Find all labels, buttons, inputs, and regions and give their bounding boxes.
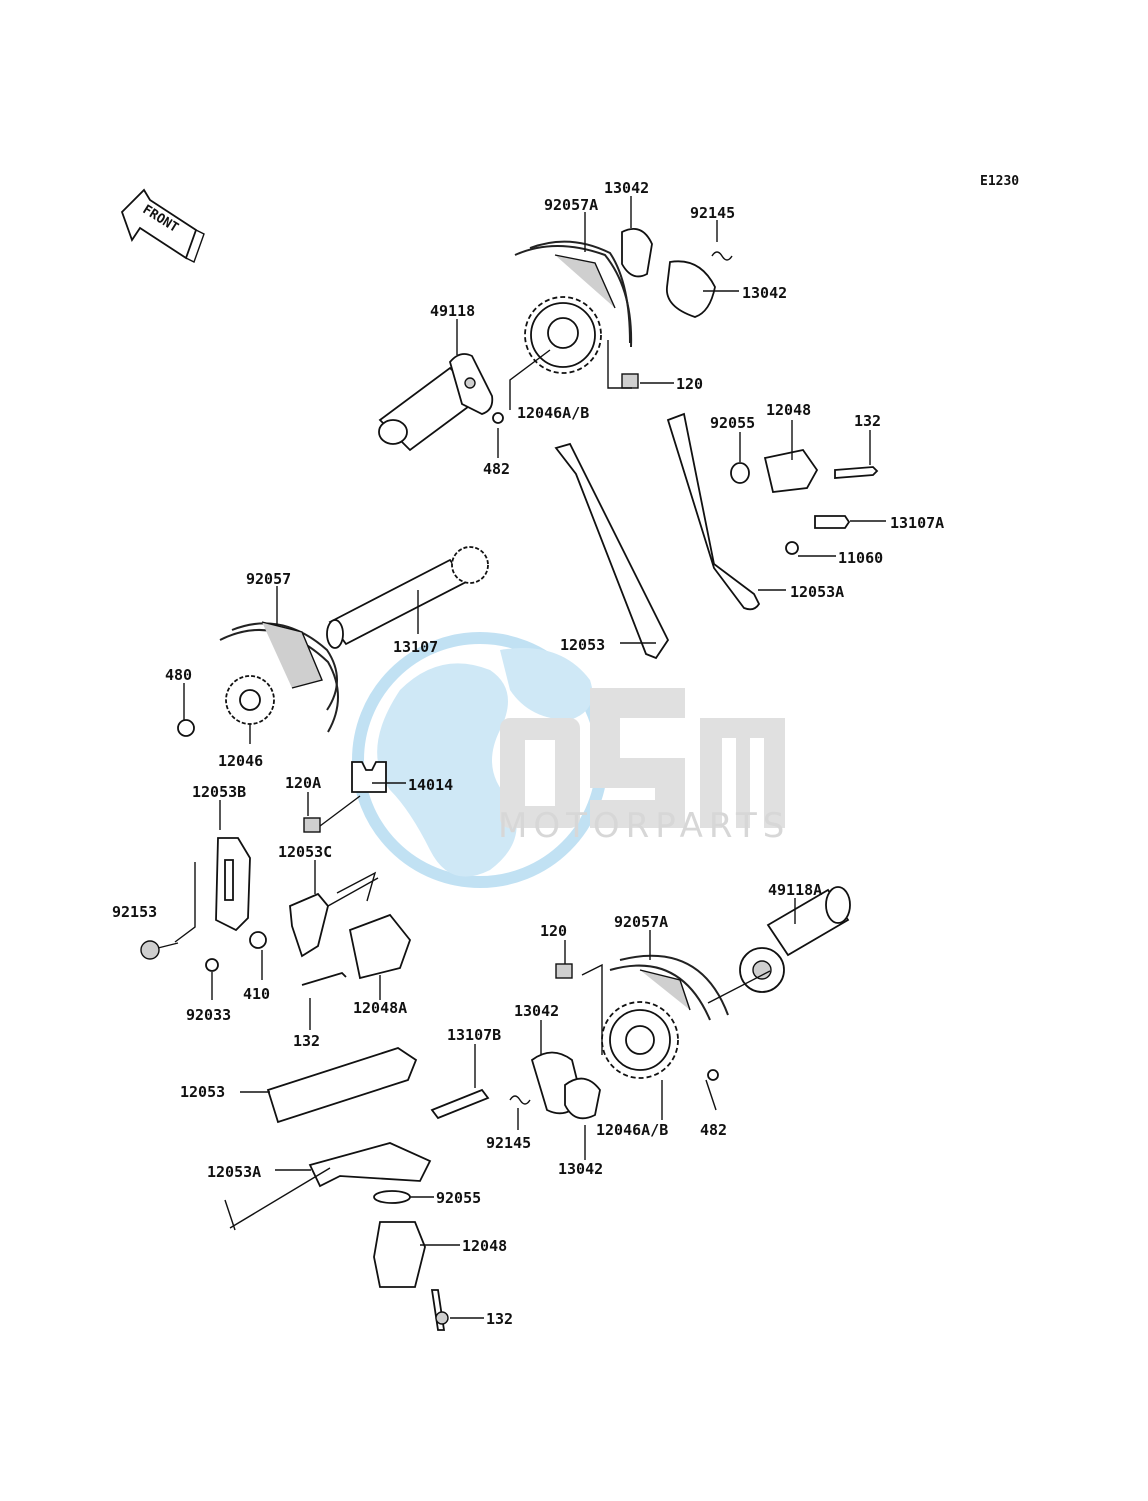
chain-92057a-bottom [609,954,729,1021]
front-arrow-icon: FRONT [120,188,205,263]
bolt-120a [303,817,321,833]
part-label: 12046 [218,752,263,770]
bolt-120-bottom [555,963,573,979]
bolt-120-top [621,373,639,389]
part-label: 13107 [393,638,438,656]
part-label: 482 [700,1121,727,1139]
part-label: 92145 [486,1134,531,1152]
tensioner-12048a [301,913,412,986]
osm-watermark: MOTORPARTS [352,632,790,888]
part-label: 12053C [278,843,332,861]
bolt-13107b [430,1088,490,1120]
part-label: 12046A/B [596,1121,668,1139]
washer-410 [249,931,267,949]
part-label: 13042 [742,284,787,302]
chain-guide-12053-bottom [266,1047,418,1124]
part-label: 12048 [766,401,811,419]
part-label: 120 [540,922,567,940]
bolt-92153 [140,940,179,960]
part-label: 12053 [560,636,605,654]
leader-lines [174,196,886,1319]
part-label: 92033 [186,1006,231,1024]
chain-92057 [219,621,339,733]
part-label: 92055 [436,1189,481,1207]
part-label: 120A [285,774,321,792]
part-label: 482 [483,460,510,478]
circlip-482-bottom [707,1069,719,1081]
plate-14014 [351,761,387,793]
chain-guide-13042-top [621,228,716,318]
chain-guide-12053-top [554,442,670,660]
camshaft-49118a [739,886,851,993]
guide-12053b [215,837,251,932]
part-label: 12053A [790,583,844,601]
part-label: 120 [676,375,703,393]
watermark-subtitle: MOTORPARTS [498,806,790,846]
chain-guide-13042-bottom [530,1051,601,1120]
part-label: 92145 [690,204,735,222]
part-label: 12053B [192,783,246,801]
diagram-code: E1230 [980,174,1019,189]
part-label: 12048 [462,1237,507,1255]
part-label: 12048A [353,999,407,1017]
tensioner-guide-12053a-top [666,412,761,611]
washer-92033 [205,958,219,972]
part-label: 14014 [408,776,453,794]
guide-12053c [289,892,329,958]
part-label: 13107A [890,514,944,532]
part-label: 92153 [112,903,157,921]
part-label: 13107B [447,1026,501,1044]
sprocket-12046a-b-top [524,296,602,374]
part-label: 49118A [768,881,822,899]
tensioner-12048-bottom [373,1221,426,1288]
part-label: 12053 [180,1083,225,1101]
part-label: 132 [486,1310,513,1328]
part-label: 12053A [207,1163,261,1181]
part-label: 13042 [514,1002,559,1020]
tensioner-guide-12053a-bottom [308,1142,432,1188]
part-label: 92057 [246,570,291,588]
spring-92145-top [711,251,733,261]
camshaft-49118 [378,353,494,452]
shaft-13107 [326,546,489,649]
tensioner-12048-top [730,448,879,555]
circlip-482-top [492,412,504,424]
part-label: 92055 [710,414,755,432]
spring-92145-bottom [509,1095,531,1105]
timing-chain-top [514,240,633,348]
part-label: 49118 [430,302,475,320]
part-label: 13042 [604,179,649,197]
part-label: 132 [854,412,881,430]
part-label: 13042 [558,1160,603,1178]
gear-12046 [225,675,275,725]
bolt-132-bottom [430,1289,449,1331]
part-label: 12046A/B [517,404,589,422]
part-label: 92057A [544,196,598,214]
part-label: 11060 [838,549,883,567]
part-labels: 92057A 13042 92145 13042 49118 120 12046… [112,179,944,1328]
part-label: 410 [243,985,270,1003]
part-label: 480 [165,666,192,684]
part-label: 132 [293,1032,320,1050]
circlip-480 [177,719,195,737]
sprocket-12046a-b-bottom [601,1001,679,1079]
o-ring-92055-bottom [373,1190,411,1204]
part-label: 92057A [614,913,668,931]
